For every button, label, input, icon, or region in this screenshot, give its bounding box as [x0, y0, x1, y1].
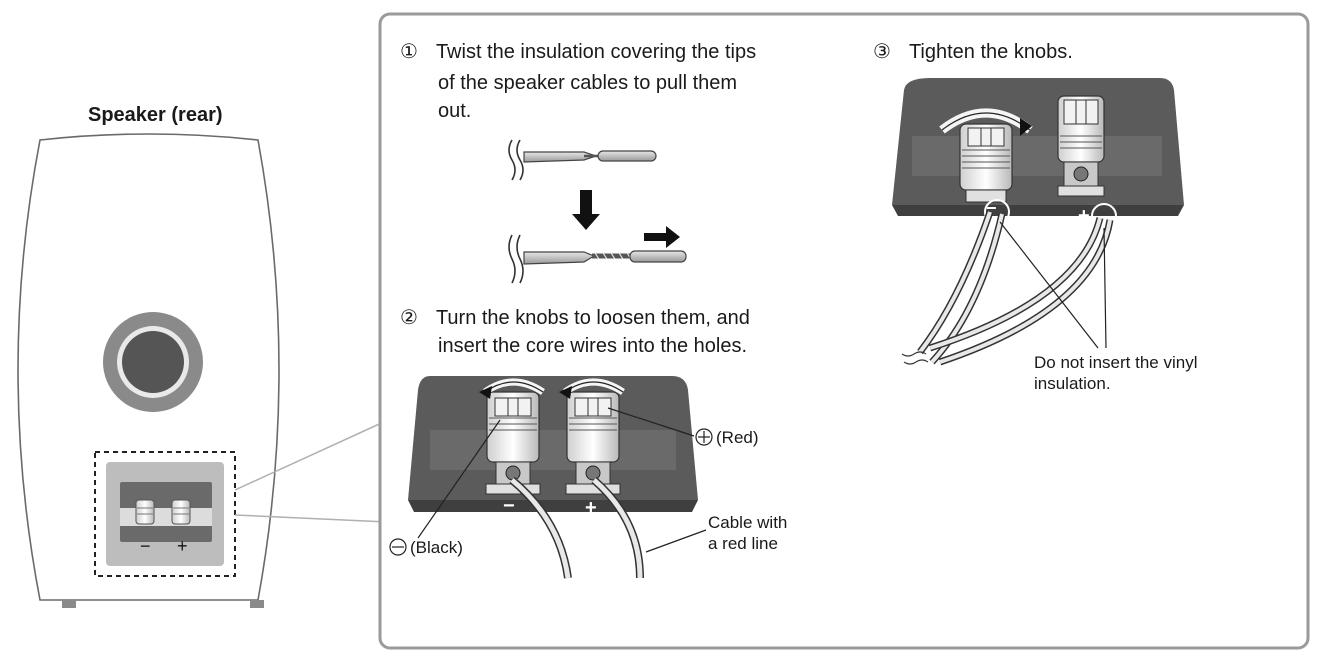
- speaker-rear-illustration: − +: [17, 133, 389, 608]
- rear-minus-sign: −: [140, 536, 151, 556]
- step2-number: ②: [400, 307, 418, 329]
- leader-note-1: [999, 221, 1099, 349]
- step2-knob-minus: [479, 378, 545, 495]
- step3-plus-sign: +: [1078, 205, 1090, 227]
- circled-minus-icon: [389, 538, 407, 556]
- step3-knob-plus: [1057, 95, 1105, 197]
- cable-label-line2: a red line: [708, 534, 778, 553]
- leader-black: [417, 419, 501, 539]
- terminal-bar: [120, 508, 212, 526]
- step1-text-line1: Twist the insulation covering the tips: [435, 41, 757, 63]
- step3-minus-sign-wrap: −: [986, 199, 997, 218]
- step1-number: ①: [400, 41, 418, 63]
- callout-line-bottom: [234, 514, 389, 523]
- speaker-foot-left: [62, 600, 76, 608]
- step3-number: ③: [873, 41, 891, 63]
- step2-illustration: − +: [389, 376, 713, 579]
- circled-plus-icon: [695, 428, 713, 446]
- step3-text-line1: Tighten the knobs.: [908, 41, 1073, 63]
- black-label: (Black): [410, 538, 463, 557]
- step1-text-line3: out.: [438, 100, 472, 122]
- callout-line-top: [234, 419, 389, 491]
- step1-illustration: [508, 139, 687, 284]
- step1-line1: ① Twist the insulation covering the tips: [400, 40, 756, 64]
- rear-plus-sign: +: [177, 536, 188, 556]
- insulation-tip-after: [629, 250, 687, 263]
- step2-text-line1: Turn the knobs to loosen them, and: [435, 307, 750, 329]
- red-label: (Red): [716, 428, 759, 447]
- step2-minus-sign: −: [503, 495, 515, 517]
- right-arrow: [644, 226, 680, 248]
- step3-minus-sign: −: [986, 199, 997, 218]
- rear-knob-plus: [171, 499, 191, 525]
- rear-knob-minus: [135, 499, 155, 525]
- terminal-callout-box: [94, 451, 236, 577]
- note-line2: insulation.: [1034, 374, 1111, 393]
- step2-knob-plus: [559, 378, 625, 495]
- step3-line1: ③ Tighten the knobs.: [873, 40, 1073, 64]
- note-line1: Do not insert the vinyl: [1034, 353, 1198, 372]
- cable-before: [523, 151, 598, 163]
- step2-text-line2: insert the core wires into the holes.: [438, 335, 748, 357]
- leader-cable: [645, 529, 707, 553]
- down-arrow: [572, 190, 600, 230]
- speaker-foot-right: [250, 600, 264, 608]
- leader-note-2: [1103, 227, 1107, 349]
- step2-line1: ② Turn the knobs to loosen them, and: [400, 306, 750, 330]
- step2-plus-sign: +: [585, 497, 597, 519]
- step3-knob-minus: [939, 108, 1033, 203]
- step3-illustration: +: [892, 78, 1184, 366]
- leader-red: [607, 407, 695, 437]
- cable-after: [523, 251, 596, 265]
- woofer-inner: [122, 331, 184, 393]
- speaker-title: Speaker (rear): [88, 104, 223, 126]
- insulation-tip-before: [597, 150, 657, 162]
- step1-text-line2: of the speaker cables to pull them: [438, 72, 738, 94]
- cable-label-line1: Cable with: [708, 513, 788, 532]
